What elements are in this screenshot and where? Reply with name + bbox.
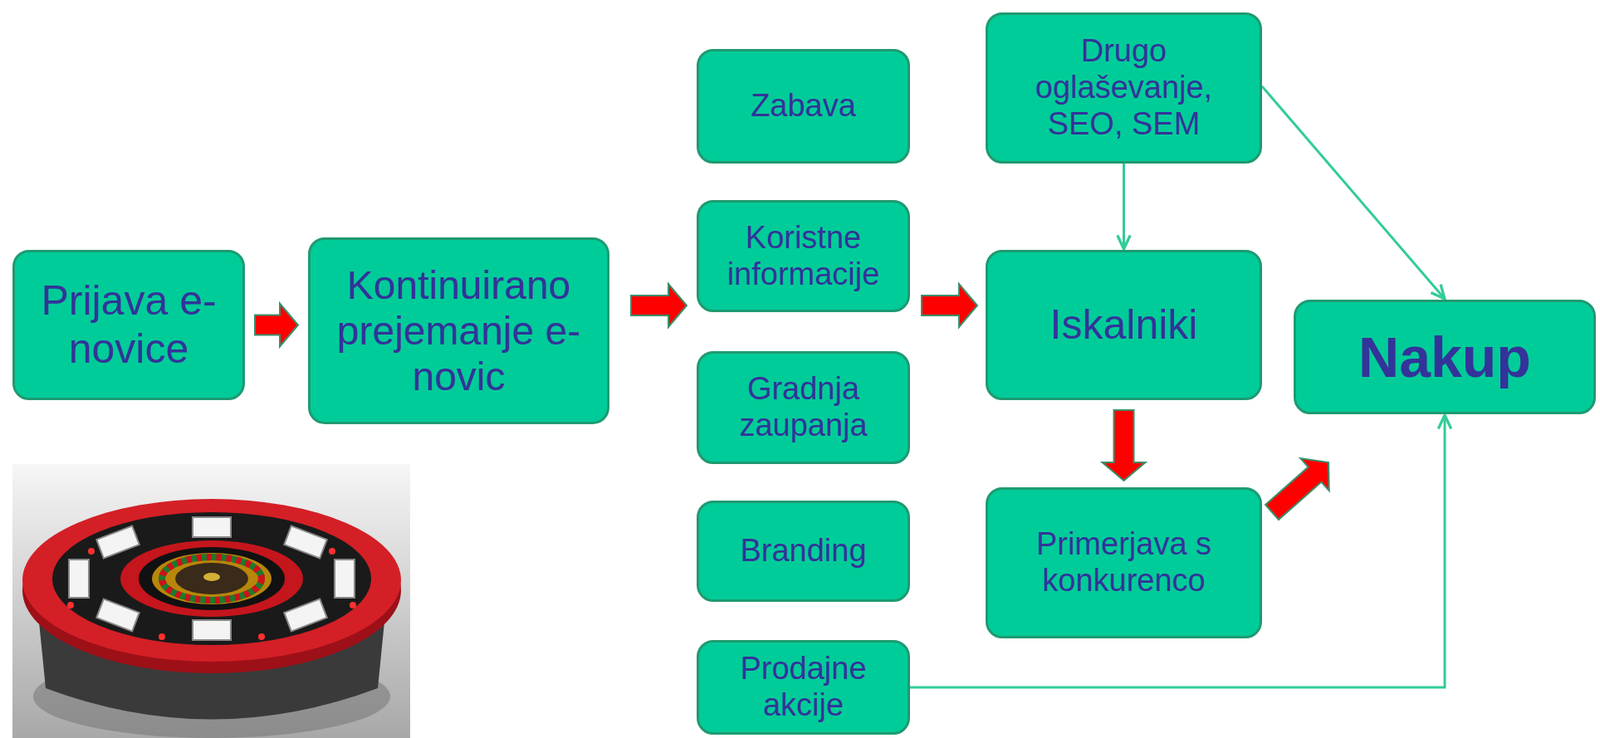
box-label: Iskalniki <box>1050 301 1199 350</box>
purchase-box: Nakup <box>1293 299 1596 415</box>
box-label: Koristne informacije <box>709 220 898 293</box>
player-screen <box>334 559 355 598</box>
player-screen <box>96 599 140 632</box>
box-label: Gradnja zaupanja <box>709 371 898 444</box>
photo-ground <box>12 464 411 738</box>
table-top <box>22 499 402 662</box>
signup-box: Prijava e-novice <box>12 249 245 401</box>
wheel-bowl <box>138 547 285 611</box>
roulette-illustration <box>12 464 411 738</box>
table-band <box>52 512 372 646</box>
content-box: Branding <box>696 500 911 602</box>
advertising-box: Drugo oglaševanje, SEO, SEM <box>985 12 1263 164</box>
wheel-cone <box>175 562 249 595</box>
player-screens <box>68 517 355 641</box>
table-button <box>67 601 74 609</box>
content-box: Koristne informacije <box>696 200 911 313</box>
box-label: Primerjava s konkurenco <box>998 526 1250 599</box>
content-box: Gradnja zaupanja <box>696 351 911 465</box>
box-label: Nakup <box>1358 324 1532 390</box>
content-box: Zabava <box>696 48 911 164</box>
table-button <box>258 633 265 641</box>
compare-box: Primerjava s konkurenco <box>985 487 1263 639</box>
table-button <box>88 548 95 555</box>
connector-line <box>1122 163 1126 250</box>
wheel-rim <box>151 552 272 605</box>
player-screen <box>283 526 328 559</box>
connector-line <box>910 415 1445 688</box>
wheel-pockets <box>161 557 262 601</box>
table-button <box>349 601 357 609</box>
table-button <box>328 548 336 555</box>
newsletter-box: Kontinuirano prejemanje e-novic <box>308 237 610 425</box>
block-arrow <box>1265 458 1330 520</box>
table-button <box>158 633 166 641</box>
block-arrow <box>921 283 978 328</box>
block-arrow <box>254 303 299 348</box>
block-arrow <box>1102 410 1146 481</box>
search-box: Iskalniki <box>985 249 1263 401</box>
box-label: Zabava <box>750 88 857 125</box>
wheel-surround <box>120 540 304 617</box>
box-label: Branding <box>739 533 867 570</box>
connector-line <box>1262 86 1445 299</box>
table-buttons <box>67 548 357 641</box>
box-label: Prijava e-novice <box>24 277 233 373</box>
box-label: Kontinuirano prejemanje e-novic <box>320 262 597 401</box>
box-label: Drugo oglaševanje, SEO, SEM <box>998 33 1250 142</box>
player-screen <box>283 599 328 632</box>
player-screen <box>68 559 89 598</box>
player-screen <box>192 517 231 538</box>
box-label: Prodajne akcije <box>709 650 898 724</box>
wheel-knob <box>203 572 221 582</box>
player-screen <box>192 620 231 641</box>
player-screen <box>96 526 140 559</box>
content-box: Prodajne akcije <box>696 640 911 735</box>
wheel-pockets <box>161 557 262 601</box>
block-arrow <box>631 283 687 328</box>
